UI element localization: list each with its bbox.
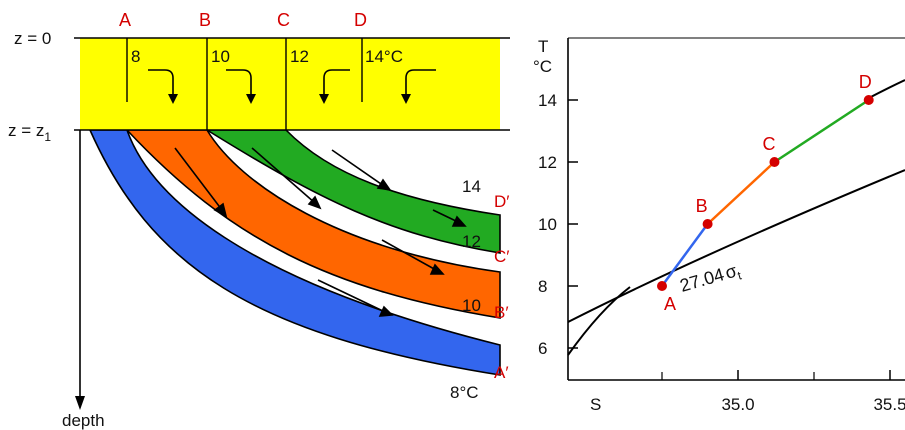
ts-point-label: C <box>762 134 775 154</box>
z1-label: z = z1 <box>8 121 51 144</box>
s-axis-label: S <box>590 395 601 414</box>
arrowhead <box>376 178 392 192</box>
end-label: C′ <box>494 247 509 266</box>
mixing-arrows <box>148 69 436 96</box>
isotherm-label: 8°C <box>450 383 479 402</box>
mixing-arrow-right <box>148 69 174 96</box>
y-tick-label: 8 <box>538 277 547 296</box>
flow-arrow <box>174 147 223 211</box>
arrowhead <box>451 215 467 227</box>
mixed-layer <box>80 38 500 130</box>
blue-water-mass <box>88 129 501 376</box>
y-ticks: 6 8 10 12 14 <box>538 91 578 358</box>
isotherm-label: 12 <box>462 232 481 251</box>
ts-curve-lower <box>567 286 631 356</box>
station-label: D <box>354 10 367 30</box>
mixing-arrow-right <box>226 69 252 96</box>
arrowhead <box>429 263 445 275</box>
isopycnal-label-value: 27.04 <box>678 264 727 296</box>
z1-label-sub: 1 <box>44 130 51 144</box>
ts-point-label: D <box>859 72 872 92</box>
flow-arrows <box>174 147 467 317</box>
ts-segments <box>660 98 870 287</box>
end-label: B′ <box>494 303 509 322</box>
left-panel: depth z = 0 z = z1 A B C D 8 10 12 14°C … <box>8 10 510 430</box>
mixing-arrow-left <box>405 69 436 96</box>
y-tick-label: 10 <box>538 215 557 234</box>
orange-water-mass <box>125 129 501 319</box>
isopycnal-line <box>567 169 905 323</box>
end-label: A′ <box>494 363 509 382</box>
x-tick-label: 35.0 <box>721 395 754 414</box>
t-axis-label: T <box>538 37 548 56</box>
white-upper-region <box>362 130 500 197</box>
y-tick-label: 12 <box>538 153 557 172</box>
mixed-layer-temp: 12 <box>290 47 309 66</box>
x-ticks: 35.0 35.5 <box>661 370 905 414</box>
isopycnal-label-sub: t <box>736 268 744 283</box>
mixing-arrow-left <box>323 69 350 96</box>
ts-point-label: B <box>696 196 708 216</box>
green-water-mass <box>204 129 501 254</box>
arrowhead <box>378 305 394 317</box>
ts-point <box>769 157 780 167</box>
arrowhead <box>168 94 178 104</box>
t-axis-unit: °C <box>533 57 552 76</box>
arrowhead <box>319 94 329 104</box>
arrowhead <box>401 94 411 104</box>
ts-segment <box>706 161 776 225</box>
z1-label-main: z = z <box>8 121 44 140</box>
flow-arrow <box>381 239 437 271</box>
isotherm-label: 10 <box>462 296 481 315</box>
station-label: B <box>199 10 211 30</box>
ts-point <box>657 281 667 291</box>
station-label: A <box>119 10 131 30</box>
ts-curve-upper <box>866 79 905 100</box>
mixed-layer-temp: 10 <box>211 47 230 66</box>
flow-arrow <box>432 209 459 223</box>
station-label: C <box>277 10 290 30</box>
depth-label: depth <box>62 411 105 430</box>
depth-axis-arrowhead <box>75 396 85 410</box>
isopycnal-label-sigma: σ <box>723 261 739 283</box>
x-tick-label: 35.5 <box>873 395 905 414</box>
ts-diagram: T °C S 6 8 10 12 14 35.0 35.5 A B C D 27.04σt <box>533 37 905 414</box>
mixing-arrowheads <box>168 94 411 104</box>
z-surface-label: z = 0 <box>14 29 51 48</box>
end-label: D′ <box>494 192 509 211</box>
flow-arrow <box>251 147 316 204</box>
ts-points: A B C D <box>657 72 874 314</box>
ts-point <box>702 219 713 229</box>
ts-point-label: A <box>664 294 676 314</box>
ts-segment <box>660 223 709 287</box>
isotherm-label: 14 <box>462 177 481 196</box>
arrowhead <box>213 202 228 218</box>
y-tick-label: 6 <box>538 339 547 358</box>
mixed-layer-temp: 8 <box>131 47 140 66</box>
ts-point <box>863 95 874 105</box>
y-tick-label: 14 <box>538 91 557 110</box>
flow-arrow <box>331 149 385 187</box>
mixed-layer-temp: 14°C <box>365 47 403 66</box>
ts-segment <box>773 98 870 164</box>
arrowhead <box>246 94 256 104</box>
flow-arrow <box>317 279 386 313</box>
arrowhead <box>307 195 322 210</box>
